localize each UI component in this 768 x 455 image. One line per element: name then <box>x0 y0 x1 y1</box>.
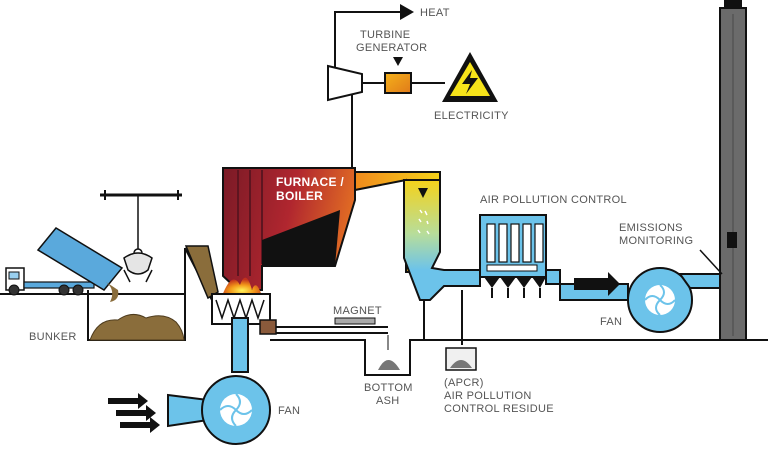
crane <box>100 190 182 283</box>
apcr-label-3: CONTROL RESIDUE <box>444 403 554 415</box>
bottom-ash-line: MAGNET BOTTOM ASH <box>276 305 413 407</box>
fan-bottom-label: FAN <box>278 405 300 417</box>
electricity-label: ELECTRICITY <box>434 110 509 122</box>
feed-hopper <box>184 245 219 300</box>
steam-turbine: HEAT TURBINE GENERATOR ELECTRICITY <box>327 4 509 168</box>
apcr-label-2: AIR POLLUTION <box>444 390 532 402</box>
air-intake-arrows-icon <box>108 393 160 433</box>
furnace-boiler: FURNACE / BOILER <box>211 167 356 335</box>
heat-label: HEAT <box>420 7 450 19</box>
apc-label: AIR POLLUTION CONTROL <box>480 194 627 206</box>
ash-pile <box>378 360 400 370</box>
bunker-label: BUNKER <box>29 331 77 343</box>
flow-arrow-icon <box>574 272 620 296</box>
generator-icon <box>384 72 412 94</box>
chimney-stack: EMISSIONS MONITORING <box>619 0 747 341</box>
truck-icon <box>5 227 124 302</box>
fan-right-label: FAN <box>600 316 622 328</box>
falling-waste <box>106 282 119 302</box>
air-pollution-control-unit: AIR POLLUTION CONTROL <box>479 194 629 301</box>
turbine-icon <box>327 64 363 102</box>
ground-line <box>270 339 768 376</box>
waste-pile <box>89 314 185 341</box>
emissions-label-1: EMISSIONS <box>619 222 683 234</box>
lightning-warning-icon <box>442 52 498 102</box>
apcr: (APCR) AIR POLLUTION CONTROL RESIDUE <box>444 290 554 415</box>
heat-arrow-icon <box>400 4 414 20</box>
primary-fan: FAN <box>108 317 300 445</box>
turbine-label-1: TURBINE <box>360 29 410 41</box>
furnace-label-2: BOILER <box>276 189 323 203</box>
fire-icon <box>222 277 262 296</box>
bottom-ash-label-1: BOTTOM <box>364 382 413 394</box>
emissions-sensor-icon <box>727 232 737 248</box>
turbine-label-2: GENERATOR <box>356 42 427 54</box>
apcr-label-1: (APCR) <box>444 377 484 389</box>
bottom-ash-label-2: ASH <box>376 395 400 407</box>
magnet-icon <box>334 317 376 325</box>
furnace-label-1: FURNACE / <box>276 175 344 189</box>
emissions-label-2: MONITORING <box>619 235 693 247</box>
crane-grab-icon <box>123 252 153 275</box>
ash-discharge <box>259 319 277 335</box>
magnet-label: MAGNET <box>333 305 382 317</box>
